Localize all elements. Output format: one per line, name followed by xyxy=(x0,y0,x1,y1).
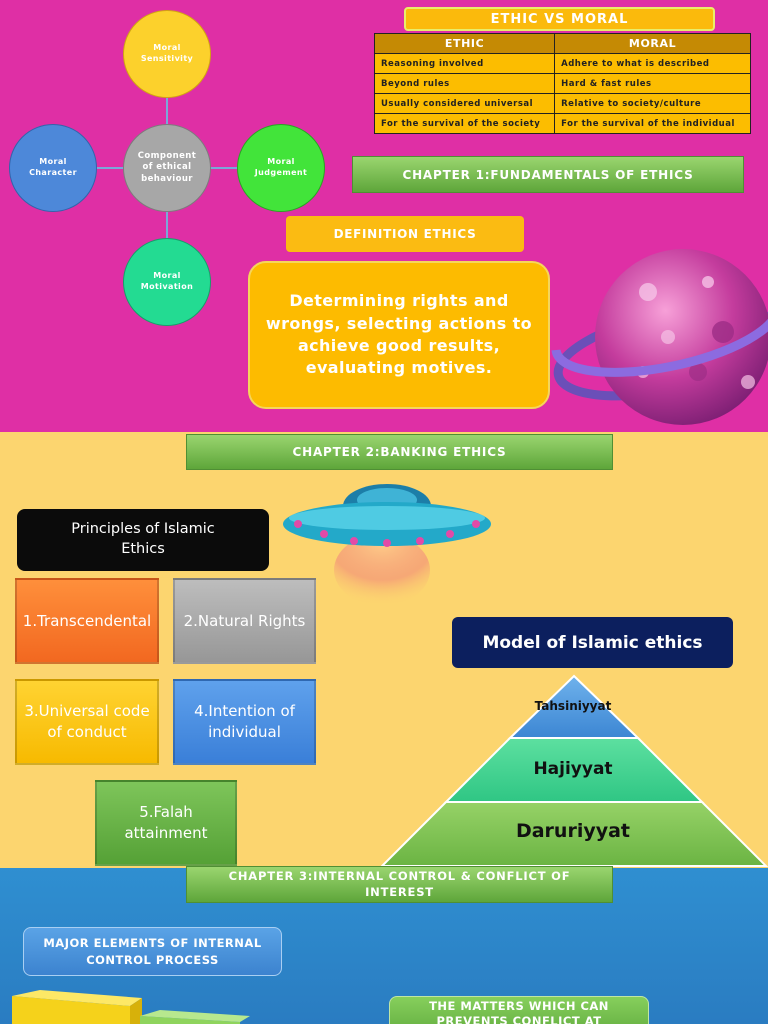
internal-control-box: MAJOR ELEMENTS OF INTERNAL CONTROL PROCE… xyxy=(23,927,282,976)
moral-sensitivity-circle: Moral Sensitivity xyxy=(123,10,211,98)
principles-title: Principles of Islamic Ethics xyxy=(17,509,269,571)
principle-transcendental: 1.Transcendental xyxy=(15,578,159,664)
connector-line xyxy=(96,167,124,169)
principle-label: 3.Universal code of conduct xyxy=(24,702,150,741)
principle-label: 4.Intention of individual xyxy=(194,702,295,741)
circle-label: Component of ethical behaviour xyxy=(137,150,197,184)
principle-falah: 5.Falah attainment xyxy=(95,780,237,866)
steps-graphic xyxy=(12,990,250,1024)
circle-label: Moral Judgement xyxy=(254,157,308,177)
pyramid-label-hajiyyat: Hajiyyat xyxy=(533,759,613,779)
circle-label: Moral Motivation xyxy=(140,271,194,291)
principles-title-text: Principles of Islamic Ethics xyxy=(71,521,215,557)
table-cell: For the survival of the society xyxy=(373,113,556,134)
chapter2-banner: CHAPTER 2:BANKING ETHICS xyxy=(186,434,613,470)
column-header: ETHIC xyxy=(373,33,556,54)
definition-title: DEFINITION ETHICS xyxy=(286,216,524,252)
definition-text: Determining rights and wrongs, selecting… xyxy=(265,291,533,378)
pyramid-level-bottom xyxy=(380,801,768,867)
moral-judgement-circle: Moral Judgement xyxy=(237,124,325,212)
principle-natural-rights: 2.Natural Rights xyxy=(173,578,316,664)
chapter3-banner: CHAPTER 3:INTERNAL CONTROL & CONFLICT OF… xyxy=(186,866,613,903)
chapter3-text: CHAPTER 3:INTERNAL CONTROL & CONFLICT OF… xyxy=(228,868,571,899)
table-row: Beyond rules Hard & fast rules xyxy=(373,73,751,94)
table-cell: Beyond rules xyxy=(373,73,556,94)
principle-label: 2.Natural Rights xyxy=(183,611,306,630)
definition-box: Determining rights and wrongs, selecting… xyxy=(248,261,550,409)
table-cell: Usually considered universal xyxy=(373,93,556,114)
component-ethical-behaviour-circle: Component of ethical behaviour xyxy=(123,124,211,212)
ethic-vs-moral-title: ETHIC VS MORAL xyxy=(404,7,715,31)
islamic-ethics-pyramid xyxy=(380,674,768,867)
chapter1-banner: CHAPTER 1:FUNDAMENTALS OF ETHICS xyxy=(352,156,744,193)
internal-control-text: MAJOR ELEMENTS OF INTERNAL CONTROL PROCE… xyxy=(43,936,262,967)
ethic-vs-moral-table: ETHIC MORAL Reasoning involved Adhere to… xyxy=(373,33,751,134)
connector-line xyxy=(166,97,168,125)
principle-universal-code: 3.Universal code of conduct xyxy=(15,679,159,765)
moral-motivation-circle: Moral Motivation xyxy=(123,238,211,326)
principle-label: 1.Transcendental xyxy=(22,611,152,630)
circle-label: Moral Character xyxy=(29,157,77,177)
pyramid-label-daruriyyat: Daruriyyat xyxy=(515,820,631,842)
moral-character-circle: Moral Character xyxy=(9,124,97,212)
principle-intention: 4.Intention of individual xyxy=(173,679,316,765)
connector-line xyxy=(166,211,168,239)
table-cell: Adhere to what is described xyxy=(554,53,751,74)
ufo-icon xyxy=(283,484,491,606)
table-row: For the survival of the society For the … xyxy=(373,113,751,134)
circle-label: Moral Sensitivity xyxy=(140,43,194,63)
table-row: Usually considered universal Relative to… xyxy=(373,93,751,114)
conflict-prevention-box: THE MATTERS WHICH CAN PREVENTS CONFLICT … xyxy=(389,996,649,1024)
table-cell: Hard & fast rules xyxy=(554,73,751,94)
table-cell: Reasoning involved xyxy=(373,53,556,74)
table-row: Reasoning involved Adhere to what is des… xyxy=(373,53,751,74)
connector-line xyxy=(210,167,238,169)
planet-icon xyxy=(551,249,768,425)
table-cell: For the survival of the individual xyxy=(554,113,751,134)
table-header-row: ETHIC MORAL xyxy=(373,33,751,54)
principle-label: 5.Falah attainment xyxy=(124,803,208,842)
model-title: Model of Islamic ethics xyxy=(452,617,733,668)
chapter1-section: Moral Sensitivity Component of ethical b… xyxy=(0,0,768,432)
table-cell: Relative to society/culture xyxy=(554,93,751,114)
pyramid-label-tahsiniyyat: Tahsiniyyat xyxy=(534,699,612,713)
column-header: MORAL xyxy=(554,33,751,54)
conflict-text: THE MATTERS WHICH CAN PREVENTS CONFLICT … xyxy=(429,999,609,1024)
